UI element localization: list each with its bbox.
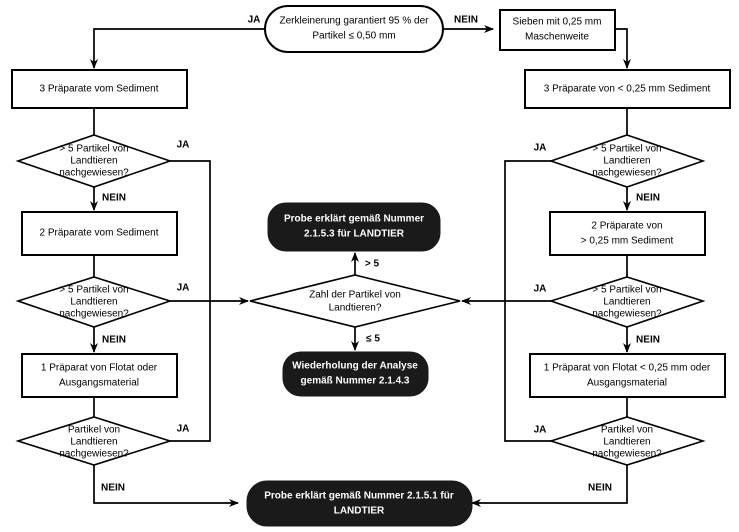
- node-right-prep2-line1: 2 Präparate von: [591, 221, 662, 232]
- node-right-prep1-line1: 1 Präparat von Flotat < 0,25 mm oder: [544, 363, 711, 374]
- edge-left-dec1-ja: [170, 160, 211, 301]
- edge-label-layer: JA NEIN JA NEIN JA NEIN JA NEIN JA NEIN …: [101, 15, 660, 494]
- node-terminal-2153-line1: Probe erklärt gemäß Nummer: [284, 214, 424, 225]
- node-left-dec1-line2: Landtieren: [70, 156, 117, 167]
- node-right-prep2[interactable]: 2 Präparate von > 0,25 mm Sediment: [549, 211, 706, 256]
- node-left-dec1-line1: > 5 Partikel von: [59, 144, 128, 155]
- node-center-dec-line1: Zahl der Partikel von: [309, 290, 401, 301]
- node-right-prep1-line2: Ausgangsmaterial: [587, 378, 667, 389]
- edge-label-start-ja: JA: [248, 15, 261, 26]
- edge-label-left-dec1-ja: JA: [177, 140, 190, 151]
- node-left-dec3-line1: Partikel von: [68, 425, 120, 436]
- edge-label-right-dec3-nein: NEIN: [588, 483, 612, 494]
- node-terminal-2153-line2: 2.1.5.3 für LANDTIER: [304, 229, 405, 240]
- node-terminal-2151[interactable]: Probe erklärt gemäß Nummer 2.1.5.1 für L…: [246, 480, 473, 527]
- edge-start-ja: [90, 28, 265, 69]
- node-left-prep2-line1: 2 Präparate vom Sediment: [40, 228, 159, 239]
- node-terminal-2153[interactable]: Probe erklärt gemäß Nummer 2.1.5.3 für L…: [267, 202, 441, 252]
- node-start-decision[interactable]: Zerkleinerung garantiert 95 % der Partik…: [264, 5, 444, 53]
- node-sieve-line1: Sieben mit 0,25 mm: [513, 17, 602, 28]
- node-center-dec-line2: Landtieren?: [329, 303, 382, 314]
- node-left-prep1-line1: 1 Präparat von Flotat oder: [41, 363, 158, 374]
- edge-left-dec3-ja: [170, 301, 211, 442]
- node-right-prep3[interactable]: 3 Präparate von < 0,25 mm Sediment: [524, 69, 731, 109]
- node-right-dec3-line1: Partikel von: [601, 425, 653, 436]
- edge-label-right-dec1-ja: JA: [534, 143, 547, 154]
- node-left-dec3-line3: nachgewiesen?: [59, 449, 129, 460]
- edge-sieve-to-right-prep3: [615, 28, 631, 69]
- node-right-dec3[interactable]: Partikel von Landtieren nachgewiesen?: [548, 416, 706, 466]
- edge-label-right-dec2-nein: NEIN: [636, 335, 660, 346]
- node-left-dec1[interactable]: > 5 Partikel von Landtieren nachgewiesen…: [15, 134, 173, 188]
- edge-label-left-dec1-nein: NEIN: [102, 193, 126, 204]
- edge-label-left-dec3-ja: JA: [177, 424, 190, 435]
- edge-label-center-gt5: > 5: [365, 259, 380, 270]
- node-left-prep3[interactable]: 3 Präparate vom Sediment: [11, 69, 188, 109]
- node-right-dec1-line3: nachgewiesen?: [592, 168, 662, 179]
- node-right-dec2-line2: Landtieren: [603, 297, 650, 308]
- node-right-dec1-line1: > 5 Partikel von: [592, 144, 661, 155]
- node-left-prep3-line1: 3 Präparate vom Sediment: [40, 84, 159, 95]
- edge-label-right-dec2-ja: JA: [534, 284, 547, 295]
- edge-left-dec3-nein: [93, 465, 239, 507]
- node-right-prep3-line1: 3 Präparate von < 0,25 mm Sediment: [544, 84, 711, 95]
- node-right-prep1[interactable]: 1 Präparat von Flotat < 0,25 mm oder Aus…: [529, 353, 726, 398]
- node-left-prep1-line2: Ausgangsmaterial: [59, 378, 139, 389]
- edge-right-dec3-ja: [504, 301, 551, 442]
- node-right-prep2-line2: > 0,25 mm Sediment: [581, 236, 674, 247]
- node-terminal-repeat[interactable]: Wiederholung der Analyse gemäß Nummer 2.…: [282, 351, 429, 397]
- node-left-prep2[interactable]: 2 Präparate vom Sediment: [21, 211, 178, 256]
- node-right-dec2-line1: > 5 Partikel von: [592, 285, 661, 296]
- node-terminal-2151-line1: Probe erklärt gemäß Nummer 2.1.5.1 für: [264, 491, 454, 502]
- node-left-dec2-line3: nachgewiesen?: [59, 309, 129, 320]
- node-center-dec[interactable]: Zahl der Partikel von Landtieren?: [249, 274, 461, 328]
- edge-label-right-dec1-nein: NEIN: [636, 193, 660, 204]
- connector-layer: [90, 25, 631, 507]
- node-right-dec1[interactable]: > 5 Partikel von Landtieren nachgewiesen…: [548, 134, 706, 188]
- edge-right-dec3-nein: [471, 465, 628, 507]
- node-right-dec1-line2: Landtieren: [603, 156, 650, 167]
- node-left-dec2-line1: > 5 Partikel von: [59, 285, 128, 296]
- node-terminal-repeat-line2: gemäß Nummer 2.1.4.3: [301, 376, 410, 387]
- edge-label-right-dec3-ja: JA: [534, 425, 547, 436]
- edge-label-left-dec3-nein: NEIN: [101, 483, 125, 494]
- node-left-prep1[interactable]: 1 Präparat von Flotat oder Ausgangsmater…: [21, 353, 178, 398]
- node-left-dec1-line3: nachgewiesen?: [59, 168, 129, 179]
- node-terminal-2151-line2: LANDTIER: [334, 506, 385, 517]
- node-left-dec3-line2: Landtieren: [70, 437, 117, 448]
- node-right-dec2[interactable]: > 5 Partikel von Landtieren nachgewiesen…: [548, 276, 706, 328]
- node-terminal-repeat-line1: Wiederholung der Analyse: [292, 361, 418, 372]
- node-right-dec3-line2: Landtieren: [603, 437, 650, 448]
- node-left-dec3[interactable]: Partikel von Landtieren nachgewiesen?: [15, 416, 173, 466]
- node-start-decision-line2: Partikel ≤ 0,50 mm: [312, 31, 395, 42]
- edge-label-left-dec2-nein: NEIN: [102, 335, 126, 346]
- node-start-decision-line1: Zerkleinerung garantiert 95 % der: [280, 16, 430, 27]
- node-sieve[interactable]: Sieben mit 0,25 mm Maschenweite: [499, 9, 616, 51]
- edge-label-center-le5: ≤ 5: [366, 334, 380, 345]
- node-right-dec2-line3: nachgewiesen?: [592, 309, 662, 320]
- node-right-dec3-line3: nachgewiesen?: [592, 449, 662, 460]
- edge-label-start-nein: NEIN: [454, 15, 478, 26]
- edge-right-dec1-ja: [504, 160, 551, 301]
- node-left-dec2[interactable]: > 5 Partikel von Landtieren nachgewiesen…: [15, 276, 173, 328]
- edge-label-left-dec2-ja: JA: [177, 283, 190, 294]
- node-sieve-line2: Maschenweite: [525, 32, 589, 43]
- node-left-dec2-line2: Landtieren: [70, 297, 117, 308]
